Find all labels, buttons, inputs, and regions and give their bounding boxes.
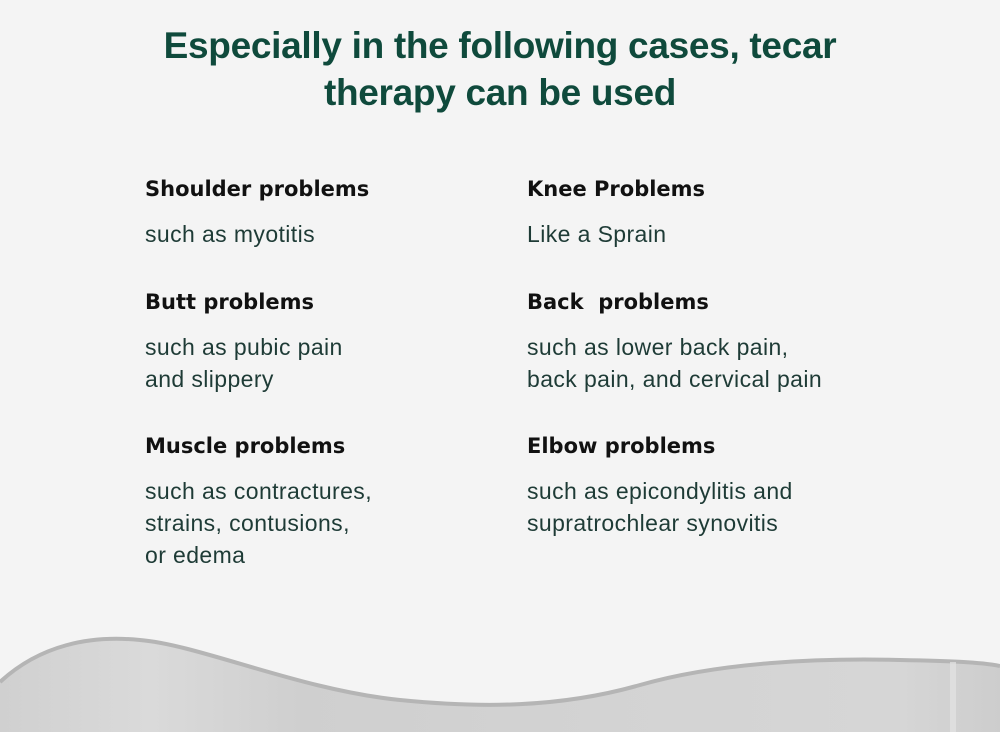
case-knee: Knee Problems Like a Sprain xyxy=(527,175,887,250)
decorative-wave xyxy=(0,636,1000,732)
case-butt: Butt problems such as pubic pain and sli… xyxy=(145,288,505,395)
case-heading: Butt problems xyxy=(145,290,315,314)
title-line-1: Especially in the following cases, tecar xyxy=(163,25,837,66)
desc-line: supratrochlear synovitis xyxy=(527,510,779,536)
case-elbow: Elbow problems such as epicondylitis and… xyxy=(527,432,887,539)
desc-line: such as pubic pain xyxy=(145,334,343,360)
desc-line: or edema xyxy=(145,542,246,568)
desc-line: strains, contusions, xyxy=(145,510,350,536)
case-description: such as contractures, strains, contusion… xyxy=(145,475,505,571)
desc-line: such as myotitis xyxy=(145,221,316,247)
desc-line: Like a Sprain xyxy=(527,221,667,247)
case-heading: Muscle problems xyxy=(145,434,346,458)
title-line-2: therapy can be used xyxy=(323,72,677,113)
case-description: such as lower back pain, back pain, and … xyxy=(527,331,887,395)
case-muscle: Muscle problems such as contractures, st… xyxy=(145,432,505,571)
case-description: such as epicondylitis and supratrochlear… xyxy=(527,475,887,539)
case-description: such as pubic pain and slippery xyxy=(145,331,505,395)
case-back: Back problems such as lower back pain, b… xyxy=(527,288,887,395)
desc-line: such as contractures, xyxy=(145,478,373,504)
desc-line: such as lower back pain, xyxy=(527,334,789,360)
desc-line: such as epicondylitis and xyxy=(527,478,793,504)
case-heading: Back problems xyxy=(527,290,709,314)
case-heading: Shoulder problems xyxy=(145,177,370,201)
desc-line: back pain, and cervical pain xyxy=(527,366,823,392)
case-heading: Elbow problems xyxy=(527,434,716,458)
case-heading: Knee Problems xyxy=(527,177,706,201)
case-description: Like a Sprain xyxy=(527,218,887,250)
page-title: Especially in the following cases, tecar… xyxy=(0,22,1000,116)
case-description: such as myotitis xyxy=(145,218,505,250)
case-shoulder: Shoulder problems such as myotitis xyxy=(145,175,505,250)
desc-line: and slippery xyxy=(145,366,274,392)
